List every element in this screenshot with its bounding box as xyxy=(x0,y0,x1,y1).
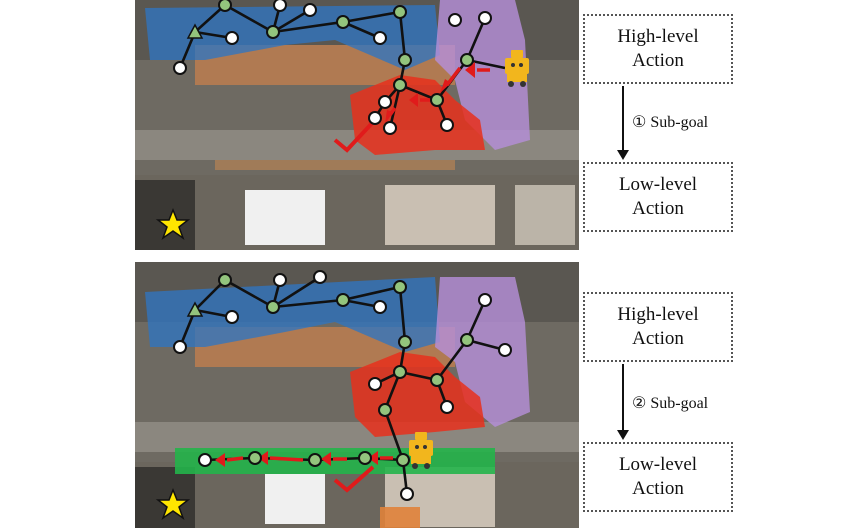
node xyxy=(273,0,287,12)
node xyxy=(358,451,372,465)
triangle-marker-icon xyxy=(186,23,204,39)
high-level-label-line2: Action xyxy=(632,328,684,349)
node xyxy=(398,53,412,67)
node xyxy=(478,293,492,307)
node xyxy=(248,451,262,465)
node xyxy=(218,0,232,12)
node xyxy=(396,453,410,467)
graph-nodes xyxy=(173,270,512,501)
flow-arrow-bottom xyxy=(622,364,624,432)
node xyxy=(398,335,412,349)
subgoal-label-top: ① Sub-goal xyxy=(632,114,709,131)
node xyxy=(225,31,239,45)
node xyxy=(303,3,317,17)
region-blue xyxy=(145,5,440,70)
graph-nodes xyxy=(173,0,492,135)
node xyxy=(336,293,350,307)
node xyxy=(430,373,444,387)
map-panel-top xyxy=(135,0,579,250)
node xyxy=(393,78,407,92)
triangle-marker-icon xyxy=(186,301,204,317)
arrow-head-icon xyxy=(617,430,629,440)
node xyxy=(478,11,492,25)
red-path-arrows xyxy=(215,451,393,467)
node xyxy=(198,453,212,467)
checkmark-icon xyxy=(333,118,377,153)
node xyxy=(448,13,462,27)
node xyxy=(440,118,454,132)
high-level-action-box-bottom: High-level Action xyxy=(583,292,733,362)
node xyxy=(368,377,382,391)
low-level-label-line1: Low-level xyxy=(618,454,698,476)
high-level-label-line1: High-level xyxy=(617,304,699,326)
node xyxy=(273,273,287,287)
bottom-map-svg xyxy=(135,262,579,528)
node xyxy=(383,121,397,135)
node xyxy=(460,333,474,347)
arrow-head-icon xyxy=(617,150,629,160)
node xyxy=(266,300,280,314)
node xyxy=(460,53,474,67)
low-level-label-line2: Action xyxy=(632,478,684,499)
map-panel-bottom xyxy=(135,262,579,528)
node xyxy=(173,61,187,75)
node xyxy=(393,280,407,294)
node xyxy=(173,340,187,354)
low-level-label-line2: Action xyxy=(632,198,684,219)
subgoal-label-bottom: ② Sub-goal xyxy=(632,395,709,412)
low-level-action-box-top: Low-level Action xyxy=(583,162,733,232)
node xyxy=(336,15,350,29)
high-level-action-box-top: High-level Action xyxy=(583,14,733,84)
region-orange xyxy=(380,507,420,528)
checkmark-icon xyxy=(333,465,375,493)
node xyxy=(393,5,407,19)
low-level-action-box-bottom: Low-level Action xyxy=(583,442,733,512)
robot-icon xyxy=(505,50,529,87)
node xyxy=(373,31,387,45)
star-icon xyxy=(155,487,191,520)
node xyxy=(218,273,232,287)
node xyxy=(430,93,444,107)
star-icon xyxy=(155,207,191,240)
white-room xyxy=(245,190,325,245)
top-map-svg xyxy=(135,0,579,250)
region-purple xyxy=(435,0,530,150)
node xyxy=(225,310,239,324)
node xyxy=(378,95,392,109)
node xyxy=(313,270,327,284)
flow-arrow-top xyxy=(622,86,624,152)
region-purple xyxy=(435,277,530,427)
robot-icon xyxy=(409,432,433,469)
node xyxy=(368,111,382,125)
node xyxy=(308,453,322,467)
high-level-label-line2: Action xyxy=(632,50,684,71)
node xyxy=(393,365,407,379)
region-red xyxy=(350,75,485,155)
node xyxy=(400,487,414,501)
node xyxy=(440,400,454,414)
node xyxy=(373,300,387,314)
node xyxy=(266,25,280,39)
high-level-label-line1: High-level xyxy=(617,26,699,48)
red-path-arrows xyxy=(385,62,490,124)
node xyxy=(498,343,512,357)
node xyxy=(378,403,392,417)
low-level-label-line1: Low-level xyxy=(618,174,698,196)
